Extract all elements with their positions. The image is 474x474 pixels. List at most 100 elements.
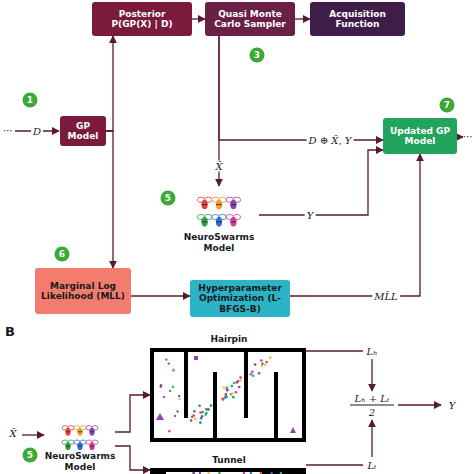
agent-dot — [192, 472, 194, 474]
agent-dot — [165, 358, 167, 360]
bee-stripe — [78, 446, 83, 447]
agent-dot — [199, 411, 202, 414]
input-arrow — [22, 434, 44, 435]
loss-arrow — [371, 359, 372, 391]
agent-dot — [233, 382, 236, 385]
callout-number: 5 — [23, 448, 38, 463]
agent-dot — [235, 391, 238, 394]
maze-block — [152, 470, 166, 474]
agent-dot — [225, 388, 228, 391]
maze-border — [152, 470, 304, 474]
agent-dot — [168, 362, 170, 364]
bee-stripe — [216, 221, 222, 222]
agent-dot — [204, 413, 207, 416]
agent-dot — [174, 415, 176, 417]
agent-dot — [239, 376, 242, 379]
tunnel-maze — [152, 470, 304, 474]
agent-dot — [250, 472, 252, 474]
flow-arrow — [192, 18, 205, 19]
loss-line — [306, 464, 363, 465]
bee-icon — [74, 440, 86, 450]
optimizer-box: Hyperparameter Optimization (L-BFGS-B) — [190, 280, 290, 317]
node-text: Quasi Monte Carlo Sampler — [208, 9, 292, 30]
agent-dot — [260, 472, 262, 474]
agent-dot — [200, 417, 203, 420]
agent-dot — [223, 386, 226, 389]
agent-dot — [207, 408, 210, 411]
node-text: NeuroSwarms Model — [45, 451, 116, 472]
flow-arrow — [290, 154, 420, 296]
agent-dot — [254, 363, 257, 366]
callout-number: 3 — [250, 48, 265, 63]
fraction-bar — [350, 405, 394, 406]
agent-dot — [178, 398, 180, 400]
ellipsis: ⋯ — [463, 131, 473, 142]
swarm-model: NeuroSwarms Model — [179, 186, 259, 256]
agent-dot — [160, 386, 162, 388]
callout-number: 6 — [55, 247, 70, 262]
callout-number: 7 — [440, 98, 455, 113]
loss-line — [306, 350, 363, 351]
flow-arrow — [219, 36, 383, 140]
agent-dot — [168, 430, 170, 432]
bee-stripe — [78, 431, 83, 432]
agent-dot — [265, 361, 268, 364]
output-arrow — [398, 404, 441, 405]
node-text: Hairpin — [210, 334, 247, 344]
model-box: Updated GP Model — [383, 118, 457, 154]
agent-dots — [192, 472, 282, 474]
agent-dot — [225, 393, 228, 396]
agent-dot — [252, 375, 255, 378]
callout-number: 5 — [161, 191, 176, 206]
goal-marker — [290, 427, 296, 433]
bee-body — [65, 428, 70, 436]
node-text: GP Model — [63, 121, 103, 142]
edge-label: ML̂L — [372, 291, 400, 302]
maze-block — [262, 470, 304, 474]
flow-arrow — [115, 395, 150, 432]
maze-wall — [244, 350, 248, 418]
agent-dot — [222, 398, 225, 401]
agent-dot — [269, 356, 272, 359]
bee-icon — [212, 214, 226, 226]
agent-dot — [163, 396, 165, 398]
flow-arrow — [295, 18, 310, 19]
bee-body — [77, 428, 82, 436]
maze-panel: Hairpin — [150, 334, 308, 442]
agent-dot — [207, 408, 210, 411]
bee-icon — [74, 426, 86, 436]
bee-stripe — [202, 221, 208, 222]
bee-body — [230, 200, 236, 210]
node-text: Acquisition Function — [313, 9, 402, 30]
agent-dot — [261, 365, 264, 368]
goal-marker — [194, 356, 198, 360]
swarm-model: NeuroSwarms Model — [45, 416, 115, 472]
bee-stripe — [231, 221, 237, 222]
node-text: NeuroSwarms Model — [182, 232, 256, 253]
bee-icon — [62, 440, 74, 450]
agent-dot — [260, 359, 263, 362]
bee-stripe — [202, 204, 208, 205]
model-box: GP Model — [60, 116, 106, 146]
agent-dot — [218, 472, 220, 474]
node-text: Posterior — [119, 9, 166, 19]
agent-dot — [199, 472, 201, 474]
maze-wall — [274, 372, 278, 440]
agent-dot — [176, 410, 178, 412]
flow-arrow — [115, 446, 150, 470]
bee-icon — [212, 197, 226, 209]
node-text: Marginal Log Likelihood (MLL) — [38, 281, 128, 302]
agent-dot — [169, 390, 171, 392]
bee-body — [77, 442, 82, 450]
loss-symbol: Lₕ — [365, 346, 380, 357]
bee-stripe — [216, 204, 222, 205]
agent-dot — [251, 371, 254, 374]
agent-dot — [263, 363, 266, 366]
edge-label: Y — [305, 210, 316, 221]
bee-stripe — [66, 446, 71, 447]
process-box: Quasi Monte Carlo Sampler — [205, 2, 295, 36]
bee-body — [65, 442, 70, 450]
bee-body — [216, 200, 222, 210]
panel-letter: B — [5, 325, 15, 339]
